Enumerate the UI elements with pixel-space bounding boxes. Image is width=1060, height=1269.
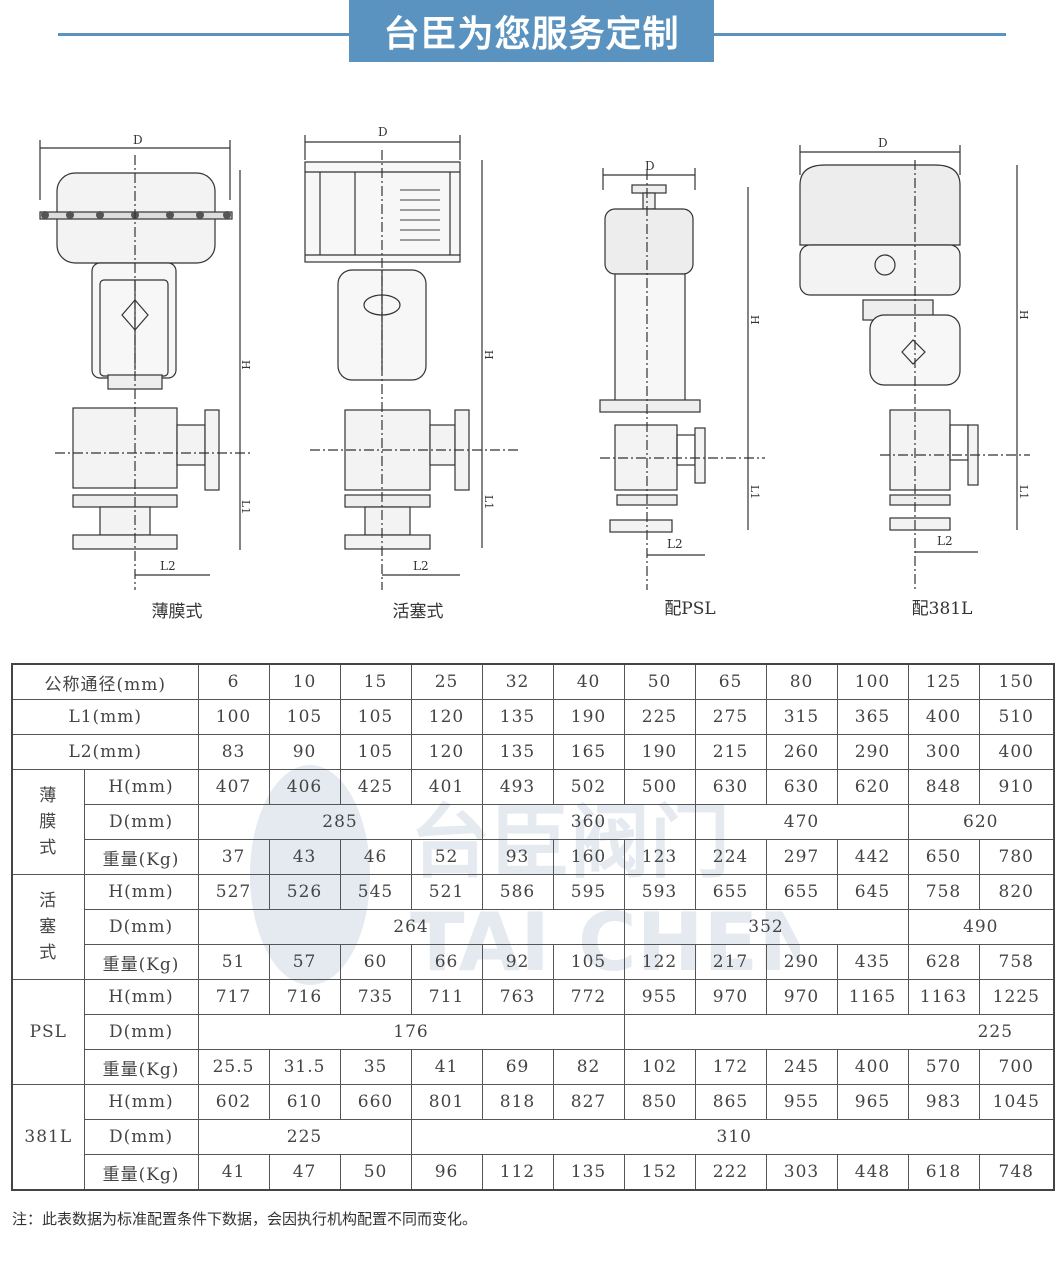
- svg-text:L2: L2: [413, 559, 429, 573]
- drawing-psl: D H L1 L2: [595, 120, 775, 600]
- caption-psl: 配PSL: [664, 599, 716, 619]
- row-header: L2(mm): [11, 734, 199, 770]
- svg-text:L1: L1: [482, 495, 495, 509]
- caption-diaphragm: 薄膜式: [151, 602, 203, 622]
- caption-381l: 配381L: [911, 599, 973, 619]
- svg-text:H: H: [1017, 310, 1030, 320]
- svg-text:L1: L1: [239, 500, 250, 514]
- svg-text:L2: L2: [667, 537, 683, 551]
- svg-text:D: D: [645, 159, 655, 173]
- table-row-psl-d: D(mm) 176 225: [12, 1014, 1055, 1050]
- svg-text:D: D: [378, 125, 388, 139]
- table-row-piston-d: D(mm) 264 352 490: [12, 909, 1055, 945]
- caption-piston: 活塞式: [392, 602, 444, 622]
- svg-text:L2: L2: [937, 534, 953, 548]
- svg-text:L1: L1: [748, 485, 761, 499]
- svg-text:H: H: [748, 315, 761, 325]
- table-row-diaphragm-d: D(mm) 285 360 470 620: [12, 804, 1055, 840]
- row-header: 公称通径(mm): [11, 663, 199, 700]
- svg-text:L1: L1: [1017, 485, 1030, 499]
- svg-text:D: D: [133, 133, 143, 147]
- banner-line-left: [58, 33, 350, 36]
- svg-text:H: H: [239, 360, 250, 370]
- drawing-381l: D H L1 L2: [795, 120, 1035, 600]
- banner-title: 台臣为您服务定制: [349, 0, 714, 62]
- group-label-381l: 381L: [11, 1084, 85, 1191]
- banner-line-right: [714, 33, 1006, 36]
- group-label-diaphragm: 薄 膜 式: [11, 769, 85, 875]
- svg-text:L2: L2: [160, 559, 176, 573]
- svg-text:H: H: [482, 350, 495, 360]
- group-label-psl: PSL: [11, 979, 85, 1085]
- drawing-piston: D H L1 L2: [290, 120, 520, 600]
- svg-text:D: D: [878, 136, 888, 150]
- table-row-381l-d: D(mm) 225 310: [12, 1119, 1055, 1155]
- footnote: 注：此表数据为标准配置条件下数据，会因执行机构配置不同而变化。: [12, 1210, 478, 1228]
- group-label-piston: 活 塞 式: [11, 874, 85, 980]
- row-header: L1(mm): [11, 699, 199, 735]
- drawing-diaphragm: D H L1 L2: [20, 120, 250, 600]
